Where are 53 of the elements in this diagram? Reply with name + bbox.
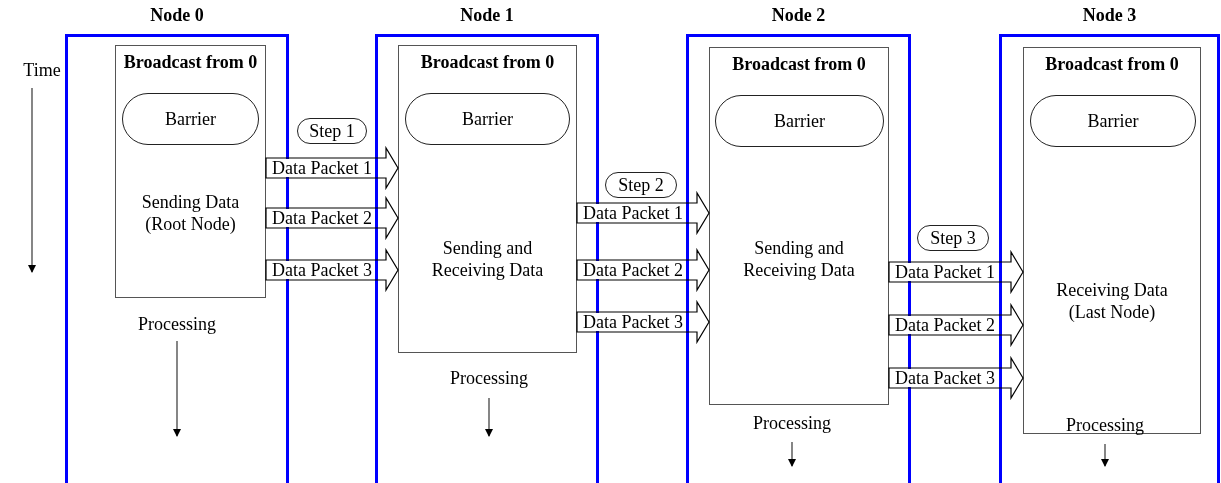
block-arrow <box>888 302 1024 348</box>
edge-label: Data Packet 1 <box>272 159 372 177</box>
box-text: Sending and Receiving Data <box>742 238 856 282</box>
block-arrow <box>576 247 710 293</box>
barrier-pill <box>122 93 259 145</box>
block-arrow <box>888 355 1024 401</box>
block-arrow <box>265 195 399 241</box>
box-heading: Broadcast from 0 <box>419 52 556 73</box>
step-label: Step 1 <box>309 120 355 142</box>
edge-label: Data Packet 3 <box>272 261 372 279</box>
process-label: Processing <box>1066 415 1144 436</box>
process-label: Processing <box>450 368 528 389</box>
barrier-pill <box>715 95 884 147</box>
edge-label: Data Packet 1 <box>583 204 683 222</box>
block-arrow <box>576 190 710 236</box>
node-heading: Node 0 <box>149 5 205 26</box>
box-text: Receiving Data (Last Node) <box>1055 280 1169 324</box>
process-label: Processing <box>753 413 831 434</box>
barrier-pill <box>405 93 570 145</box>
step-pill <box>605 172 677 198</box>
pill-label: Barrier <box>165 108 216 130</box>
block-arrow <box>576 299 710 345</box>
edge-label: Data Packet 3 <box>583 313 683 331</box>
box-heading: Broadcast from 0 <box>1044 54 1180 75</box>
process-label: Processing <box>138 314 216 335</box>
pill-label: Barrier <box>462 108 513 130</box>
block-arrow <box>265 247 399 293</box>
step-label: Step 3 <box>930 227 976 249</box>
axis-label: Time <box>23 60 61 81</box>
process-box <box>398 45 577 353</box>
step-pill <box>297 118 367 144</box>
node-heading: Node 2 <box>770 5 827 26</box>
block-arrow <box>265 145 399 191</box>
box-text: Sending Data (Root Node) <box>140 192 241 236</box>
edge-label: Data Packet 3 <box>895 369 995 387</box>
box-heading: Broadcast from 0 <box>731 54 867 75</box>
box-heading: Broadcast from 0 <box>122 52 259 73</box>
edge-label: Data Packet 2 <box>272 209 372 227</box>
process-box <box>709 47 889 405</box>
step-pill <box>917 225 989 251</box>
node-heading: Node 3 <box>1081 5 1138 26</box>
edge-label: Data Packet 1 <box>895 263 995 281</box>
process-box <box>115 45 266 298</box>
step-label: Step 2 <box>618 174 664 196</box>
edge-label: Data Packet 2 <box>895 316 995 334</box>
edge-label: Data Packet 2 <box>583 261 683 279</box>
block-arrow <box>888 249 1024 295</box>
node-heading: Node 1 <box>459 5 515 26</box>
pill-label: Barrier <box>774 110 825 132</box>
box-text: Sending and Receiving Data <box>430 238 545 282</box>
process-box <box>1023 47 1201 434</box>
barrier-pill <box>1030 95 1196 147</box>
pill-label: Barrier <box>1087 110 1139 132</box>
